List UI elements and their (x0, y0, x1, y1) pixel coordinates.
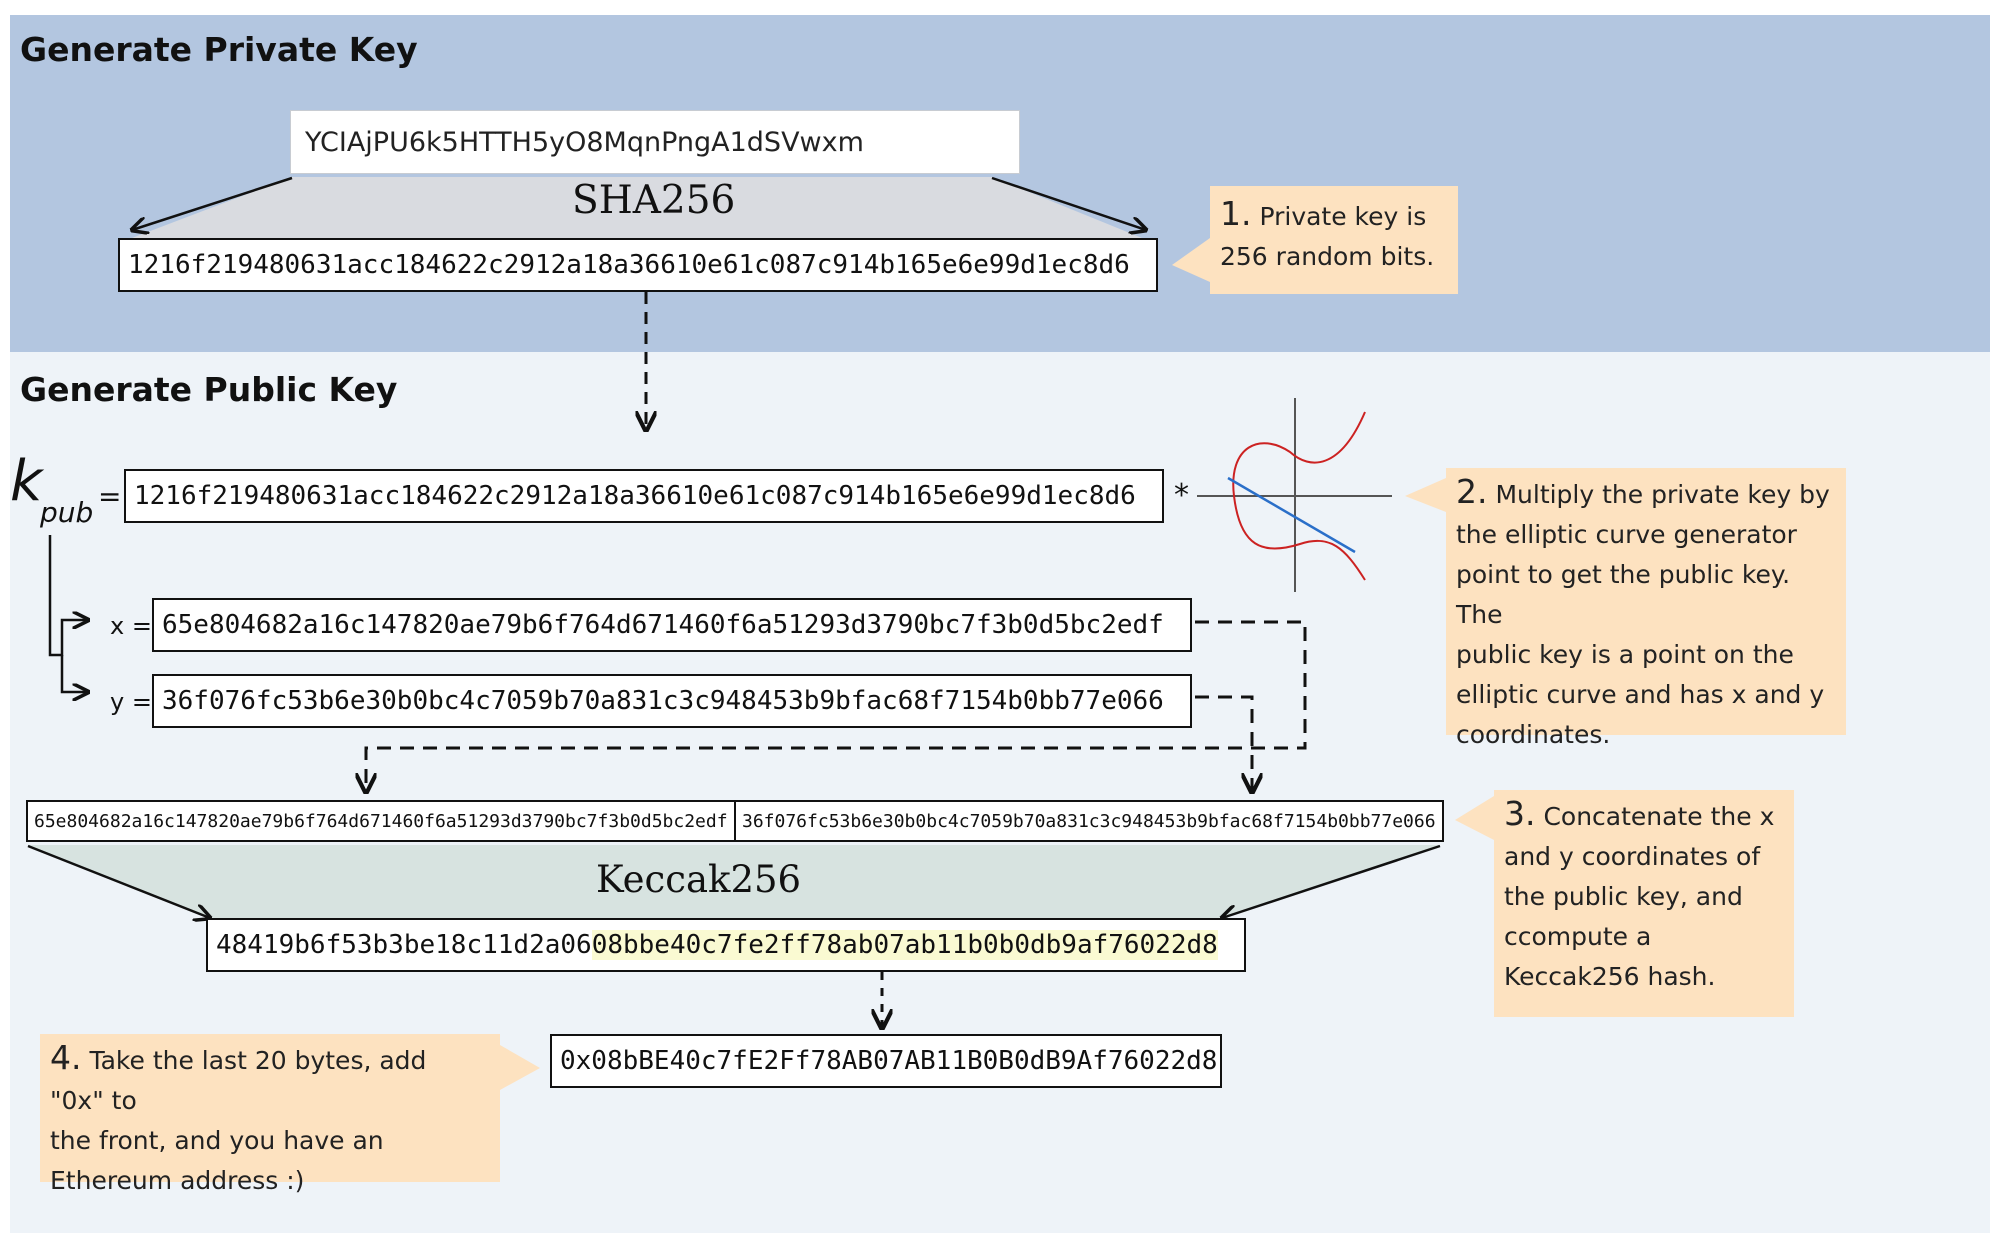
callout-2-line-5: elliptic curve and has x and y (1456, 680, 1825, 709)
sha256-funnel (132, 177, 1142, 238)
callout-1-line-1: Private key is (1259, 202, 1427, 231)
callout-1-number: 1. (1220, 194, 1252, 233)
keccak256-funnel (28, 845, 1440, 918)
kpub-bracket-y (60, 655, 88, 692)
callout-3-line-4: ccompute a (1504, 922, 1652, 951)
callout-3-line-2: and y coordinates of (1504, 842, 1761, 871)
callout-3: 3. Concatenate the x and y coordinates o… (1494, 790, 1794, 1017)
sha256-arrow-left (132, 176, 293, 230)
callout-1: 1. Private key is 256 random bits. (1210, 186, 1458, 294)
callout-3-line-3: the public key, and (1504, 882, 1743, 911)
callout-2: 2. Multiply the private key by the ellip… (1446, 468, 1846, 749)
callout-2-number: 2. (1456, 472, 1488, 511)
callout-4: 4. Take the last 20 bytes, add "0x" to t… (40, 1034, 500, 1195)
callout-2-line-3: point to get the public key. The (1456, 560, 1791, 629)
private-key-box: 1216f219480631acc184622c2912a18a36610e61… (118, 238, 1158, 292)
private-key-multiplicand-value: 1216f219480631acc184622c2912a18a36610e61… (134, 481, 1136, 511)
private-key-multiplicand-box: 1216f219480631acc184622c2912a18a36610e61… (124, 469, 1164, 523)
multiply-symbol: * (1174, 478, 1189, 513)
x-coordinate-value: 65e804682a16c147820ae79b6f764d671460f6a5… (162, 610, 1164, 640)
callout-1-line-2: 256 random bits. (1220, 242, 1435, 271)
y-coordinate-box: 36f076fc53b6e30b0bc4c7059b70a831c3c94845… (152, 674, 1192, 728)
dashed-connector-x (366, 620, 1307, 792)
callout-3-line-1: Concatenate the x (1543, 802, 1775, 831)
keccak-hash-last20: 08bbe40c7fe2ff78ab07ab11b0b0db9af76022d8 (591, 930, 1218, 960)
private-key-value: 1216f219480631acc184622c2912a18a36610e61… (128, 250, 1130, 280)
callout-2-pointer (1405, 478, 1446, 512)
callout-4-line-1: Take the last 20 bytes, add "0x" to (50, 1046, 427, 1115)
private-section-title: Generate Private Key (20, 30, 418, 69)
kpub-subscript: pub (40, 496, 94, 529)
kpub-equals: = (98, 480, 122, 513)
concat-x-box: 65e804682a16c147820ae79b6f764d671460f6a5… (26, 800, 736, 842)
seed-input[interactable]: YCIAjPU6k5HTTH5yO8MqnPngA1dSVwxm (290, 110, 1020, 174)
callout-4-pointer (500, 1045, 540, 1090)
callout-3-pointer (1455, 796, 1494, 840)
x-label: x = (110, 612, 152, 640)
y-label: y = (110, 688, 152, 716)
callout-3-line-5: Keccak256 hash. (1504, 962, 1716, 991)
callout-2-line-6: coordinates. (1456, 720, 1611, 749)
callout-2-line-4: public key is a point on the (1456, 640, 1794, 669)
keccak-hash-prefix: 48419b6f53b3be18c11d2a06 (216, 930, 592, 960)
y-coordinate-value: 36f076fc53b6e30b0bc4c7059b70a831c3c94845… (162, 686, 1164, 716)
concat-y-value: 36f076fc53b6e30b0bc4c7059b70a831c3c94845… (742, 810, 1436, 832)
callout-1-pointer (1172, 238, 1210, 282)
callout-4-line-2: the front, and you have an (50, 1126, 384, 1155)
concat-x-value: 65e804682a16c147820ae79b6f764d671460f6a5… (34, 810, 728, 832)
public-section-title: Generate Public Key (20, 370, 398, 409)
kpub-symbol: k (10, 449, 43, 514)
dashed-connector-y (1195, 695, 1252, 792)
ethereum-address-value: 0x08bBE40c7fE2Ff78AB07AB11B0B0dB9Af76022… (560, 1046, 1218, 1076)
sha256-label: SHA256 (572, 178, 736, 223)
x-coordinate-box: 65e804682a16c147820ae79b6f764d671460f6a5… (152, 598, 1192, 652)
callout-4-line-3: Ethereum address :) (50, 1166, 305, 1195)
ethereum-address-box: 0x08bBE40c7fE2Ff78AB07AB11B0B0dB9Af76022… (550, 1034, 1222, 1088)
callout-3-number: 3. (1504, 794, 1536, 833)
callout-2-line-1: Multiply the private key by (1495, 480, 1830, 509)
keccak256-label: Keccak256 (596, 858, 802, 901)
concat-y-box: 36f076fc53b6e30b0bc4c7059b70a831c3c94845… (734, 800, 1444, 842)
kpub-bracket (48, 535, 88, 657)
sha256-arrow-right (991, 176, 1146, 230)
callout-4-number: 4. (50, 1038, 82, 1077)
keccak-arrow-right (1222, 844, 1441, 918)
elliptic-curve-icon (1197, 398, 1392, 592)
keccak-arrow-left (27, 844, 210, 918)
seed-input-value: YCIAjPU6k5HTTH5yO8MqnPngA1dSVwxm (305, 126, 864, 158)
callout-2-line-2: the elliptic curve generator (1456, 520, 1797, 549)
